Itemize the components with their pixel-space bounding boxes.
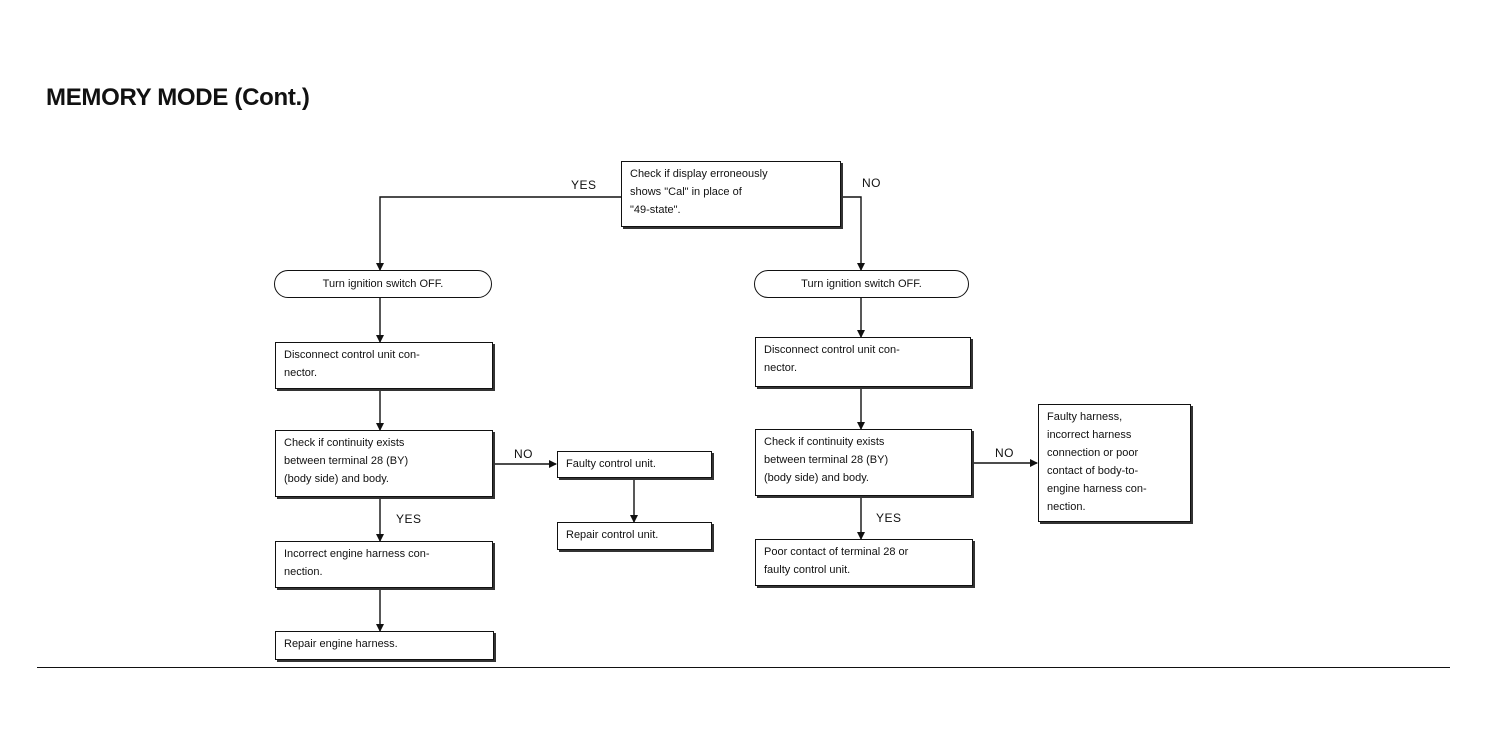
- left-disconnect-box: Disconnect control unit con- nector.: [275, 342, 493, 389]
- left-ignition-off: Turn ignition switch OFF.: [274, 270, 492, 298]
- right-disconnect-box: Disconnect control unit con- nector.: [755, 337, 971, 387]
- left-faulty-control-unit: Faulty control unit.: [557, 451, 712, 478]
- label-yes-left: YES: [396, 512, 422, 526]
- right-poor-contact: Poor contact of terminal 28 or faulty co…: [755, 539, 973, 586]
- label-yes-right: YES: [876, 511, 902, 525]
- label-no-top: NO: [862, 176, 881, 190]
- connector-yes-top: [376, 196, 621, 271]
- left-repair-engine-harness: Repair engine harness.: [275, 631, 494, 660]
- label-no-right: NO: [995, 446, 1014, 460]
- right-continuity-check: Check if continuity exists between termi…: [755, 429, 972, 496]
- page-title: MEMORY MODE (Cont.): [46, 84, 310, 111]
- start-decision-box: Check if display erroneously shows "Cal"…: [621, 161, 841, 227]
- right-faulty-harness: Faulty harness, incorrect harness connec…: [1038, 404, 1191, 522]
- bottom-rule: [37, 667, 1450, 668]
- left-continuity-check: Check if continuity exists between termi…: [275, 430, 493, 497]
- left-incorrect-harness: Incorrect engine harness con- nection.: [275, 541, 493, 588]
- label-no-left: NO: [514, 447, 533, 461]
- connector-no-top: [841, 196, 865, 271]
- left-repair-control-unit: Repair control unit.: [557, 522, 712, 550]
- label-yes-top: YES: [571, 178, 597, 192]
- right-ignition-off: Turn ignition switch OFF.: [754, 270, 969, 298]
